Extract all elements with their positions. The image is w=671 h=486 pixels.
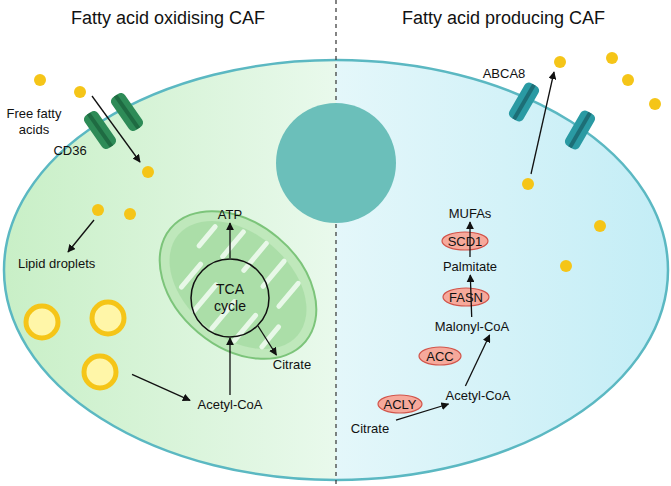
panel-heading: Fatty acid producing CAF [336, 8, 671, 29]
metabolite-node: Malonyl-CoA [428, 317, 516, 335]
enzyme-oval: FASN [442, 287, 490, 307]
pathway-arrow [465, 335, 489, 386]
pathway-arrow [258, 326, 276, 355]
node-label: ATP [218, 207, 242, 222]
node-label: Citrate [273, 357, 311, 372]
node-label: Lipid droplets [18, 256, 94, 271]
node-label: TCA cycle [204, 281, 256, 315]
metabolite-node: Acetyl-CoA [436, 386, 520, 404]
structure-label: ABCA8 [478, 66, 530, 82]
enzyme-oval: ACC [418, 346, 462, 366]
cd36-transporter [82, 91, 145, 151]
node-label: Citrate [351, 421, 389, 436]
metabolite-node: Citrate [344, 419, 396, 437]
fatty-acid-dot [34, 52, 661, 272]
enzyme-name: ACC [426, 349, 453, 364]
pathway-arrow [470, 275, 471, 317]
metabolite-node: Palmitate [436, 257, 504, 275]
nucleus [276, 103, 396, 223]
transport-arrow [68, 72, 554, 252]
metabolite-node: MUFAs [445, 204, 495, 222]
node-label: Acetyl-CoA [197, 397, 262, 412]
enzyme-oval: ACLY [377, 394, 423, 414]
pathway-arrow [229, 338, 230, 395]
node-label: MUFAs [449, 206, 492, 221]
node-label: Palmitate [443, 259, 497, 274]
structure-label: Free fatty acids [2, 106, 66, 138]
metabolite-node: Citrate [266, 355, 318, 373]
lipid-droplet [26, 302, 124, 388]
abca8-transporter [507, 81, 597, 152]
tca-cycle-circle: TCA cycle [190, 258, 270, 338]
mitochondrion [131, 181, 346, 389]
pathway-arrow [396, 404, 449, 420]
metabolite-node: Acetyl-CoA [190, 395, 270, 413]
pathway-arrow [229, 223, 230, 258]
node-label: Acetyl-CoA [445, 388, 510, 403]
node-label: Malonyl-CoA [435, 319, 509, 334]
enzyme-name: ACLY [384, 397, 417, 412]
enzyme-name: FASN [449, 290, 483, 305]
panel-heading: Fatty acid oxidising CAF [0, 8, 336, 29]
divider-line [335, 0, 336, 486]
enzyme-name: SCD1 [448, 234, 483, 249]
structure-label: CD36 [50, 143, 90, 159]
pathway-arrow [469, 222, 470, 257]
metabolite-node: ATP [212, 205, 248, 223]
enzyme-oval: SCD1 [441, 231, 489, 251]
pathway-arrow [132, 374, 190, 400]
lipid-droplet-group: Lipid droplets [18, 256, 132, 392]
